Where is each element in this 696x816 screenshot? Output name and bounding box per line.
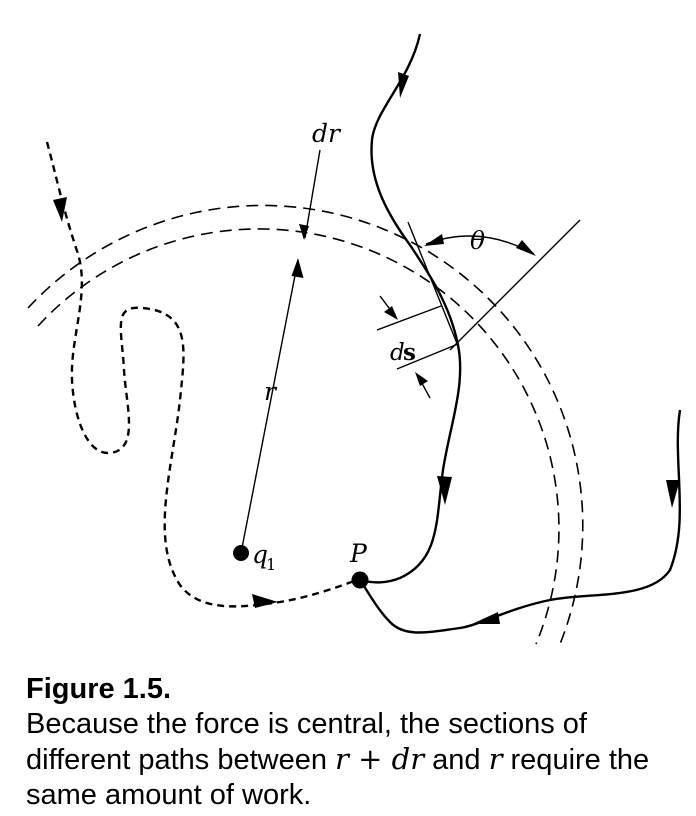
theta-arc-arrow-left: [424, 234, 444, 246]
caption-line-2-c: require the: [502, 744, 650, 776]
caption-line-2-a: different paths between: [26, 744, 336, 776]
ds-tick-lower: [396, 343, 459, 370]
dr-leader-line: [304, 149, 321, 239]
caption-math-r: r: [335, 742, 349, 776]
p-label: P: [349, 539, 368, 568]
ds-label-s: s: [403, 339, 416, 366]
ds-arrow-upper: [384, 306, 398, 320]
caption-line-1: Because the force is central, the sectio…: [26, 708, 587, 740]
dashed-path-arrow-bottom: [252, 594, 278, 608]
point-p-dot: [351, 571, 369, 589]
r-label: r: [264, 377, 278, 406]
dr-leader-arrowhead: [299, 224, 309, 240]
q1-subscript: 1: [266, 555, 276, 574]
caption-line-2-b: and: [424, 744, 489, 776]
caption-math-dr: dr: [391, 742, 425, 776]
ds-label-d: d: [390, 340, 405, 366]
solid-path-top-arrow-1: [398, 72, 409, 98]
caption-math-r2: r: [488, 742, 503, 776]
caption-math-plus: +: [348, 742, 392, 776]
figure-diagram: dr r q 1 P d s θ: [27, 33, 682, 645]
caption-title: Figure 1.5.: [26, 673, 172, 705]
theta-label: θ: [470, 226, 485, 255]
solid-path-right-arrow-2: [472, 612, 500, 624]
caption-line-2: different paths between r + dr and r req…: [26, 742, 686, 778]
solid-path-top-arrow-2: [437, 476, 452, 505]
dashed-path: [45, 141, 358, 608]
q1-label: q: [252, 540, 268, 569]
theta-arc-arrow-right: [516, 240, 536, 256]
solid-path-right-arrow-1: [666, 480, 680, 508]
charge-q1-dot: [233, 545, 249, 561]
tangent-line: [407, 221, 459, 347]
dashed-path-arrow-top: [53, 197, 67, 222]
radius-arrowhead: [291, 258, 304, 278]
solid-path-right: [359, 409, 682, 634]
ds-arrow-lower: [415, 372, 428, 386]
radial-line: [449, 219, 581, 351]
shell-outer-arc: [27, 204, 584, 645]
caption-line-3: same amount of work.: [26, 779, 312, 811]
radius-line: [240, 259, 299, 554]
dr-label: dr: [312, 119, 342, 148]
figure-caption: Figure 1.5. Because the force is central…: [26, 672, 686, 813]
shell-inner-arc: [37, 228, 560, 645]
ds-tick-upper: [376, 305, 442, 331]
